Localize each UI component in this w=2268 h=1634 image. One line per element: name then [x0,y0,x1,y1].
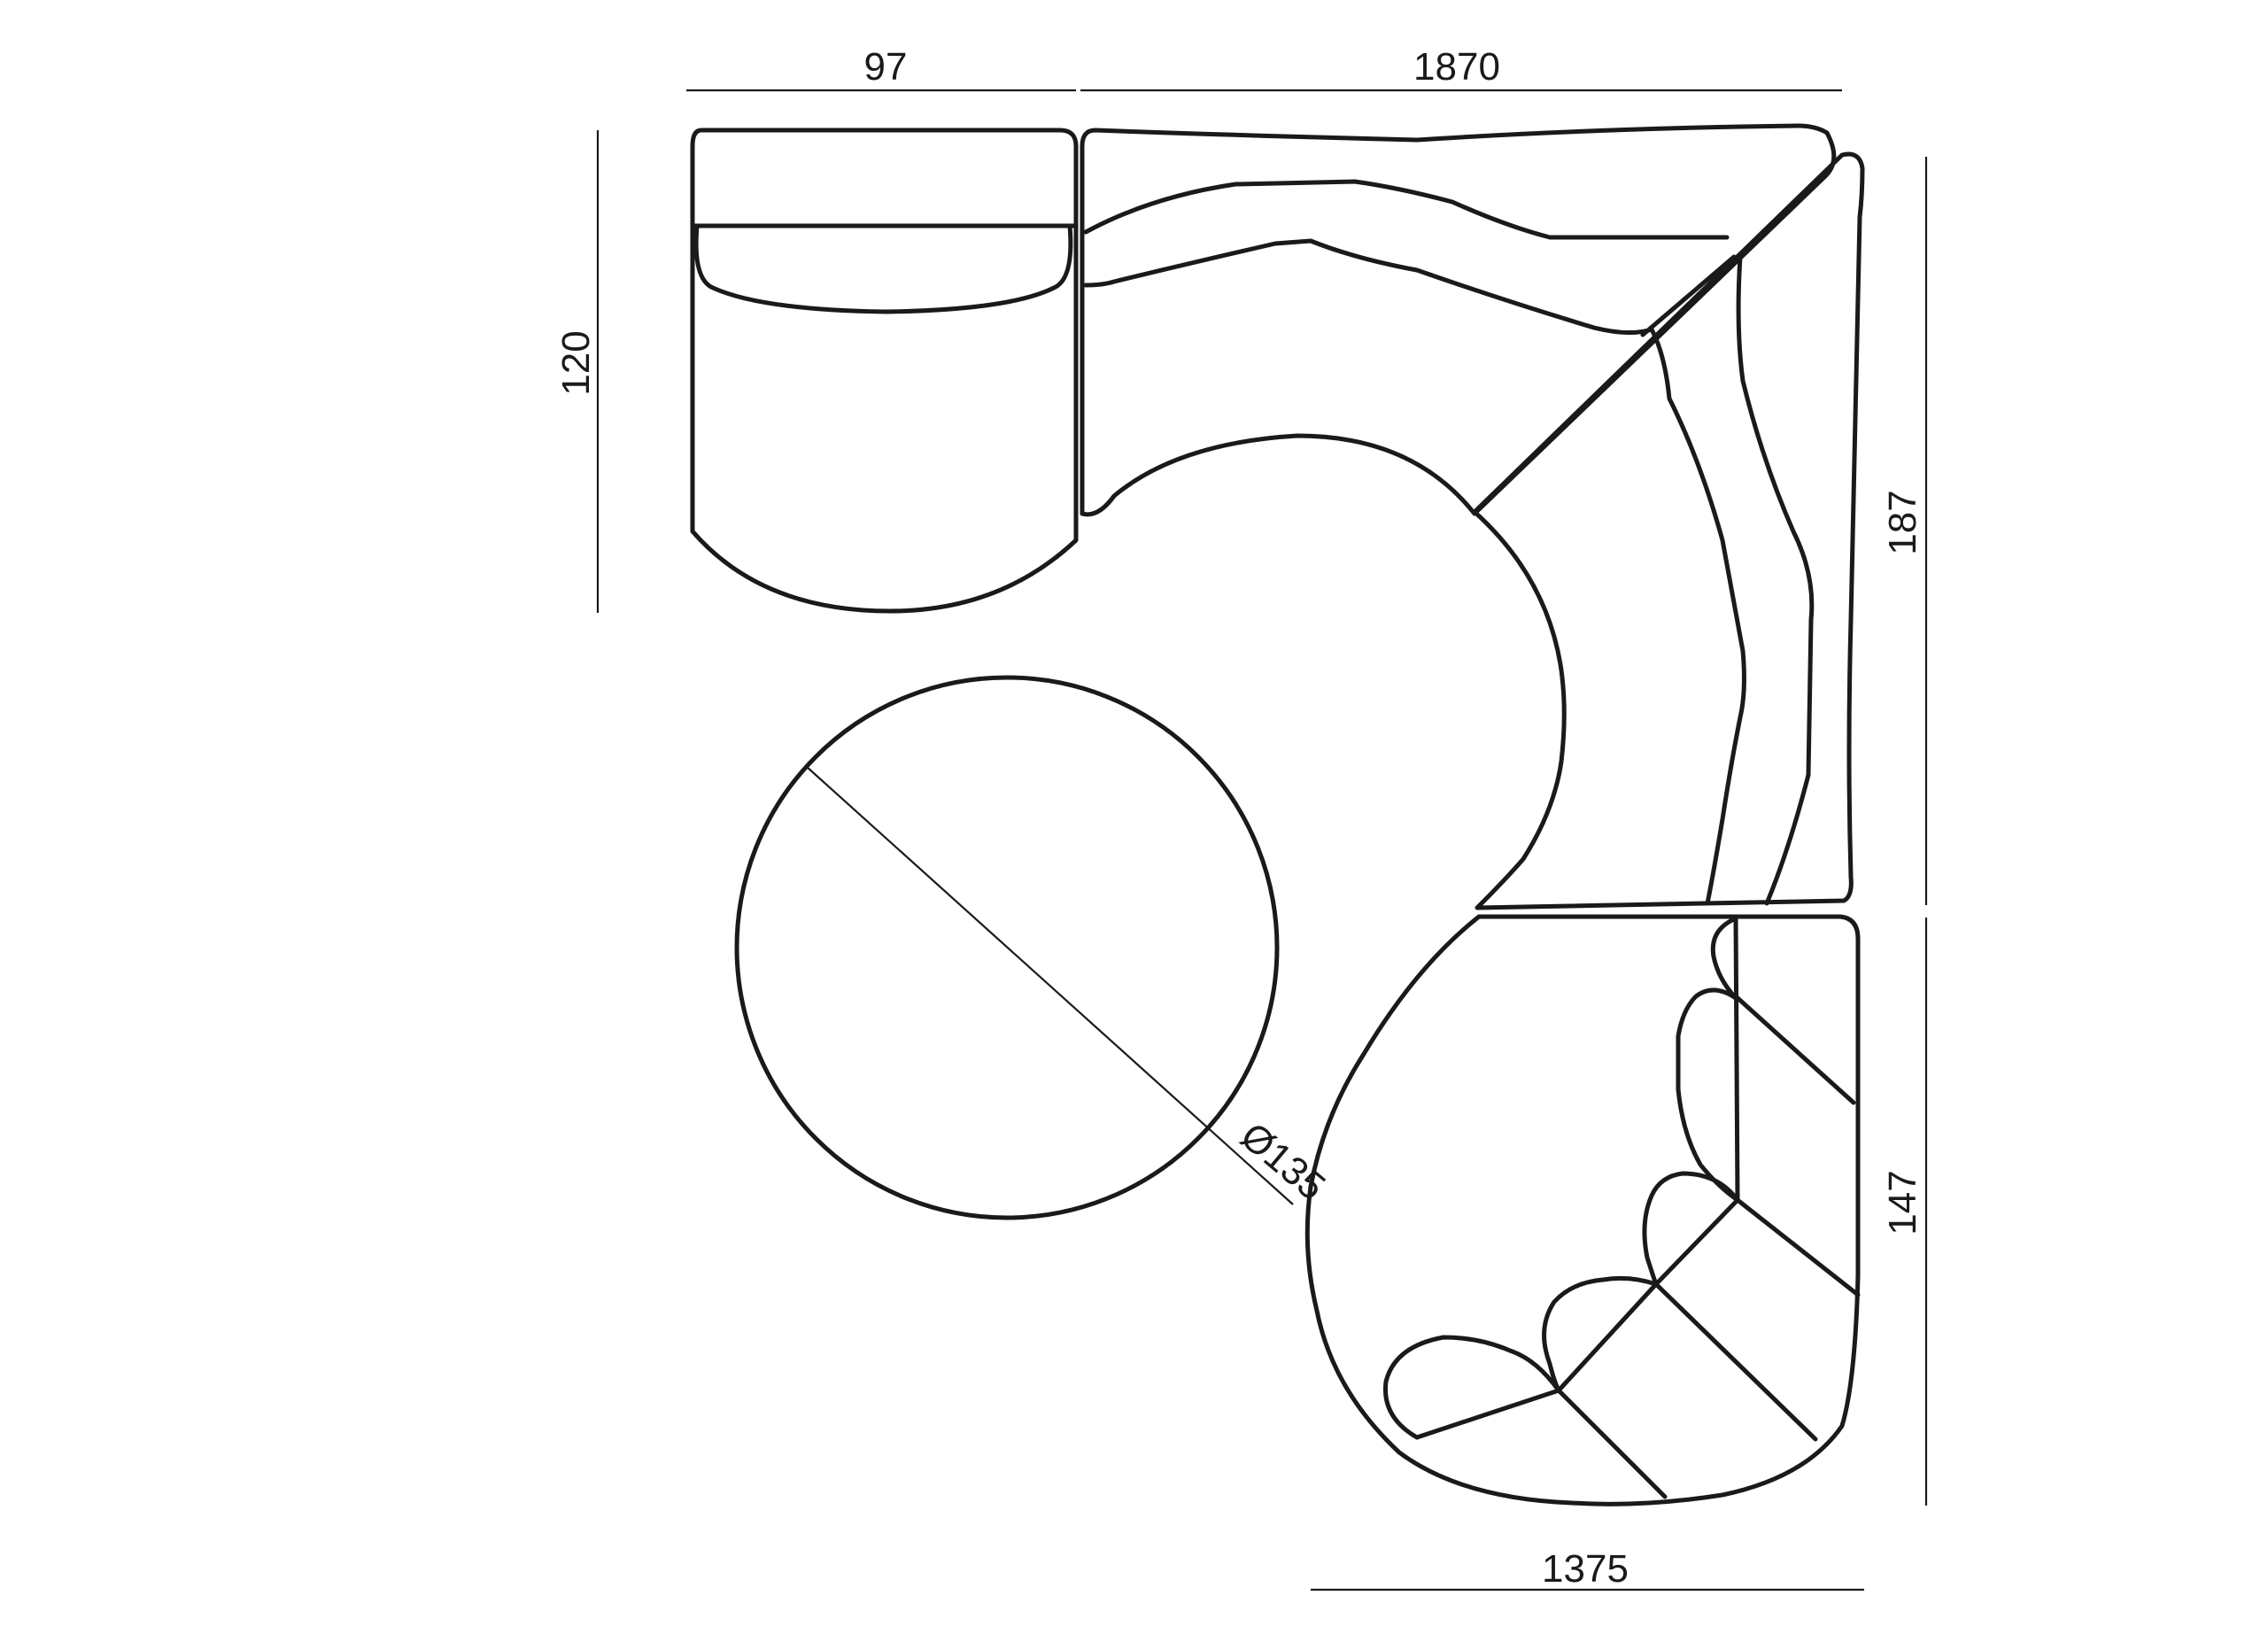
round-table [734,675,1294,1220]
module-top-backrest-upper [1083,179,1730,240]
module-bottom-top-cushion [1710,916,1738,1001]
module-right-seat-line [1649,327,1746,906]
dim-label-right-lower: 147 [1881,1170,1924,1235]
dim-label-bottom: 1375 [1542,1547,1629,1591]
module-left-outline [690,128,1079,614]
sofa-module-bottom [1304,914,1861,1506]
dim-label-left-vertical: 120 [554,330,598,395]
module-bottom-cushion-4 [1382,1335,1561,1440]
module-bottom-cushion-1 [1676,987,1740,1203]
module-bottom-diag-3 [1556,1282,1668,1499]
module-bottom-cushion-3 [1542,1275,1659,1393]
dim-label-top-right: 1870 [1413,45,1500,89]
module-bottom-diag-1 [1733,994,1856,1105]
module-top-outline [1080,123,1837,517]
module-right-corner-divider [1640,254,1737,337]
dimension-lines [596,89,1928,1591]
module-bottom-diag-4 [1414,1388,1561,1440]
module-left-cushion [693,223,1073,314]
dim-label-top-left: 97 [864,45,908,89]
module-bottom-back-inner [1733,916,1861,1297]
round-table-diameter-line [805,765,1294,1205]
module-right-outline [1472,151,1865,910]
module-bottom-cushion-2 [1642,1171,1740,1287]
module-top-backrest-lower [1083,238,1654,336]
module-bottom-outline [1304,914,1861,1506]
sofa-module-left [690,128,1079,614]
sofa-module-right [1472,151,1865,910]
dim-label-right-upper: 187 [1881,490,1924,554]
sofa-module-top [1080,123,1837,517]
module-right-backrest [1724,254,1815,906]
module-bottom-diag-2 [1653,1197,1818,1442]
round-table-circle [734,675,1280,1220]
